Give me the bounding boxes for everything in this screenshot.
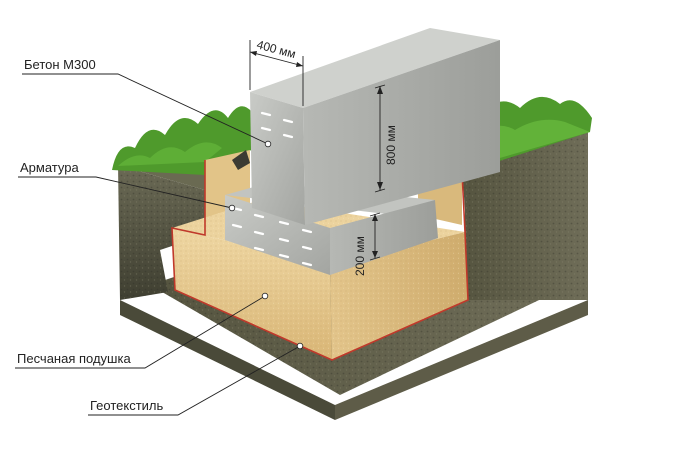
- leader-rebar: [18, 176, 233, 209]
- dimension-height: 800 мм: [374, 84, 398, 193]
- leader-sand: [15, 295, 266, 369]
- ground-base-front: [120, 300, 335, 420]
- footing-side: [330, 200, 438, 275]
- footing-front: [225, 195, 330, 275]
- dimension-step-label: 200 мм: [353, 236, 367, 276]
- label-rebar: Арматура: [20, 160, 79, 175]
- geotextile-edge: [171, 160, 469, 361]
- wall-side: [303, 40, 500, 225]
- leader-geotextile: [88, 345, 301, 416]
- ground-base-side: [335, 300, 588, 420]
- dimension-step: 200 мм: [353, 212, 381, 276]
- label-concrete: Бетон М300: [24, 57, 96, 72]
- callout-dots: [228, 140, 304, 350]
- concrete-foundation: [225, 28, 500, 275]
- dimension-height-label: 800 мм: [384, 125, 398, 165]
- wall-front: [250, 92, 305, 225]
- wall-top: [250, 28, 500, 108]
- label-geotextile: Геотекстиль: [90, 398, 164, 413]
- callout-leaders: [15, 73, 301, 416]
- dimension-width-label: 400 мм: [255, 37, 297, 61]
- label-sand: Песчаная подушка: [17, 351, 131, 366]
- leader-concrete: [22, 73, 269, 145]
